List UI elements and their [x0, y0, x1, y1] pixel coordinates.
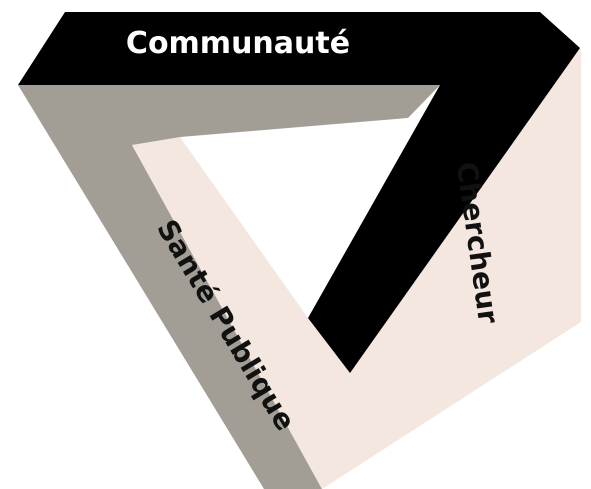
left-beam-gray — [18, 85, 440, 489]
left-beam-inner-face — [132, 137, 350, 489]
label-communaute: Communauté — [126, 26, 350, 61]
inner-triangle-hole — [180, 118, 408, 318]
top-beam-black — [18, 12, 580, 373]
